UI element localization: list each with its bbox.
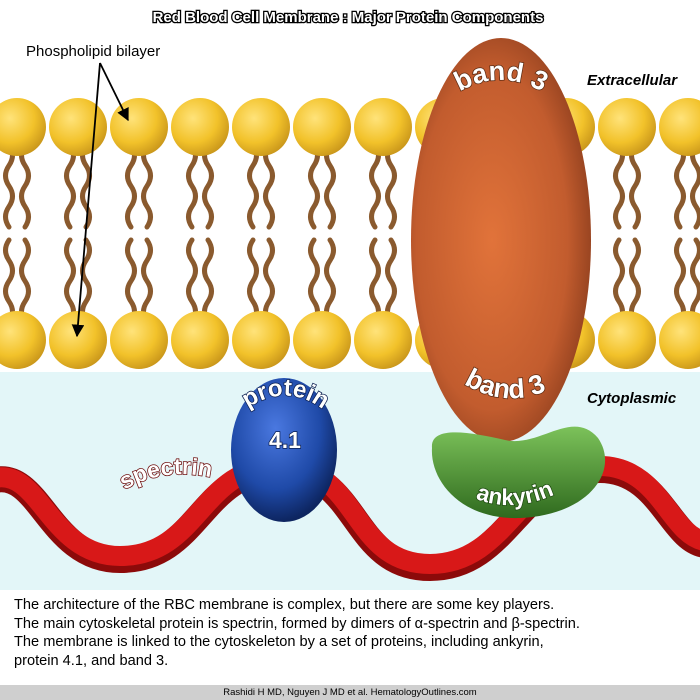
lipid-head — [659, 98, 700, 156]
lipid-tail — [308, 142, 320, 230]
lipid-tail — [369, 237, 381, 325]
lipid-tail — [385, 237, 397, 325]
lipid-head — [354, 98, 412, 156]
lipid-head — [293, 311, 351, 369]
lipid-tail — [64, 142, 76, 230]
lipid-tail — [324, 237, 336, 325]
arrow-to-inner-head — [71, 62, 101, 338]
lipid-head — [598, 311, 656, 369]
lipid-tail — [3, 142, 15, 230]
lipid-tail — [629, 237, 641, 325]
lipid-tail — [3, 237, 15, 325]
lipid-tail — [263, 237, 275, 325]
lipid-tails — [3, 142, 700, 325]
band3-protein — [411, 38, 591, 442]
caption-text: The architecture of the RBC membrane is … — [14, 596, 690, 670]
lipid-head — [171, 311, 229, 369]
lipid-head — [110, 311, 168, 369]
phospholipid-label: Phospholipid bilayer — [26, 43, 160, 60]
lipid-tail — [324, 142, 336, 230]
protein-4-1-label-line2: 4.1 — [269, 427, 301, 453]
lipid-tail — [186, 237, 198, 325]
lipid-head — [0, 98, 46, 156]
caption-line-3: The membrane is linked to the cytoskelet… — [14, 634, 544, 650]
lipid-tail — [690, 237, 700, 325]
lipid-tail — [125, 237, 137, 325]
lipid-tail — [629, 142, 641, 230]
lipid-tail — [19, 142, 31, 230]
lipid-head — [49, 311, 107, 369]
lipid-tail — [19, 237, 31, 325]
lipid-head — [49, 98, 107, 156]
protein-4-1 — [231, 378, 337, 522]
lipid-head — [171, 98, 229, 156]
lipid-head — [659, 311, 700, 369]
lipid-head — [232, 311, 290, 369]
lipid-tail — [64, 237, 76, 325]
lipid-tail — [690, 142, 700, 230]
caption-line-2: The main cytoskeletal protein is spectri… — [14, 615, 580, 632]
caption-line-4: protein 4.1, and band 3. — [14, 652, 169, 669]
credit-footer: Rashidi H MD, Nguyen J MD et al. Hematol… — [0, 685, 700, 700]
lipid-tail — [369, 142, 381, 230]
lipid-tail — [247, 142, 259, 230]
ankyrin-protein — [431, 426, 606, 519]
lipid-tail — [141, 142, 153, 230]
lipid-tail — [263, 142, 275, 230]
caption-line-1: The architecture of the RBC membrane is … — [14, 597, 555, 613]
lipid-head — [598, 98, 656, 156]
lipid-tail — [186, 142, 198, 230]
lipid-tail — [613, 142, 625, 230]
lipid-tail — [141, 237, 153, 325]
diagram-title: Red Blood Cell Membrane : Major Protein … — [153, 9, 544, 26]
lipid-tail — [674, 142, 686, 230]
lipid-head — [110, 98, 168, 156]
lipid-head — [293, 98, 351, 156]
lipid-tail — [80, 142, 92, 230]
rbc-membrane-diagram: Red Blood Cell Membrane : Major Protein … — [0, 8, 700, 590]
lipid-tail — [202, 237, 214, 325]
lipid-tail — [247, 237, 259, 325]
lipid-heads — [0, 98, 700, 369]
lipid-tail — [80, 237, 92, 325]
lipid-head — [0, 311, 46, 369]
lipid-head — [232, 98, 290, 156]
lipid-tail — [125, 142, 137, 230]
lipid-tail — [385, 142, 397, 230]
lipid-head — [354, 311, 412, 369]
lipid-tail — [674, 237, 686, 325]
lipid-tail — [202, 142, 214, 230]
arrow-to-outer-head — [99, 62, 129, 122]
extracellular-label: Extracellular — [587, 72, 678, 89]
cytoplasmic-label: Cytoplasmic — [587, 390, 677, 407]
lipid-tail — [308, 237, 320, 325]
lipid-tail — [613, 237, 625, 325]
